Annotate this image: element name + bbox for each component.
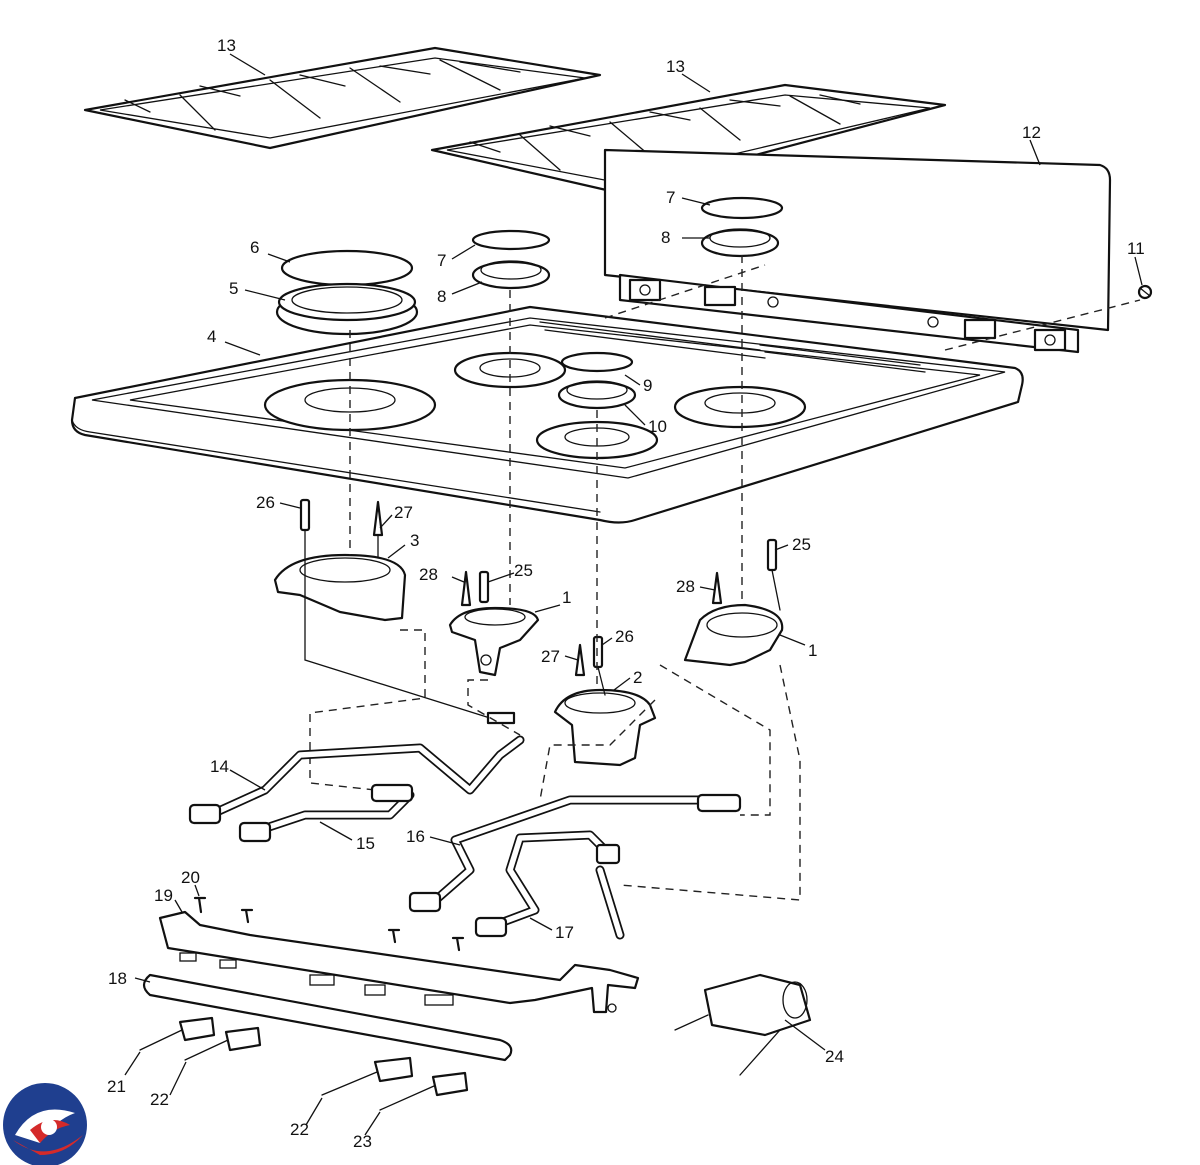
callout-20: 20 xyxy=(181,868,200,887)
thermostat-valve-24 xyxy=(674,973,812,1076)
callout-8-left: 8 xyxy=(437,287,446,306)
callout-numbers: 13 13 12 7 8 11 6 7 5 8 4 9 10 26 27 3 2… xyxy=(107,36,1145,1151)
callout-13-left: 13 xyxy=(217,36,236,55)
tube-15 xyxy=(238,783,415,843)
callout-27-center: 27 xyxy=(541,647,560,666)
valves xyxy=(139,1016,469,1111)
callout-1-center: 1 xyxy=(562,588,571,607)
burner-head-8-right xyxy=(700,228,780,258)
callout-8-right: 8 xyxy=(661,228,670,247)
screws-20 xyxy=(193,896,465,952)
tube-17 xyxy=(474,830,625,940)
burner-cap-6 xyxy=(280,249,414,287)
burner-cap-7-right xyxy=(700,196,784,220)
leader-lines xyxy=(124,53,1143,1136)
callout-26-left: 26 xyxy=(256,493,275,512)
callout-6: 6 xyxy=(250,238,259,257)
callout-25-center: 25 xyxy=(514,561,533,580)
brand-swirl-logo xyxy=(3,1083,87,1165)
screw-11 xyxy=(1137,284,1153,300)
bracket-19 xyxy=(158,910,640,1014)
callout-7-left: 7 xyxy=(437,251,446,270)
callout-27-left: 27 xyxy=(394,503,413,522)
burner-base-2 xyxy=(553,688,657,767)
callout-10: 10 xyxy=(648,417,667,436)
callout-22-left: 22 xyxy=(150,1090,169,1109)
callout-11: 11 xyxy=(1127,239,1145,258)
burner-head-5 xyxy=(275,282,419,336)
callout-14: 14 xyxy=(210,757,229,776)
callout-13-right: 13 xyxy=(666,57,685,76)
callout-28-right: 28 xyxy=(676,577,695,596)
callout-16: 16 xyxy=(406,827,425,846)
burner-head-10 xyxy=(557,380,637,410)
callout-28-center: 28 xyxy=(419,565,438,584)
callout-25-right: 25 xyxy=(792,535,811,554)
alignment-lines xyxy=(309,255,1141,901)
callout-2: 2 xyxy=(633,668,642,687)
callout-17: 17 xyxy=(555,923,574,942)
callout-24: 24 xyxy=(825,1047,844,1066)
back-panel xyxy=(603,148,1112,354)
burner-base-3 xyxy=(273,553,407,622)
grate-right xyxy=(430,83,947,194)
burner-head-8-left xyxy=(471,260,551,290)
callout-22-center: 22 xyxy=(290,1120,309,1139)
manifold-pipe-18 xyxy=(142,973,513,1062)
callout-21: 21 xyxy=(107,1077,126,1096)
burner-cap-7-left xyxy=(471,229,551,251)
grate-left xyxy=(83,46,602,150)
callout-12: 12 xyxy=(1022,123,1041,142)
callout-15: 15 xyxy=(356,834,375,853)
tube-16 xyxy=(408,793,742,913)
burner-base-1-right xyxy=(683,603,784,667)
callout-26-center: 26 xyxy=(615,627,634,646)
burner-cap-9 xyxy=(560,351,634,373)
electrodes xyxy=(299,498,781,725)
callout-18: 18 xyxy=(108,969,127,988)
callout-19: 19 xyxy=(154,886,173,905)
callout-4: 4 xyxy=(207,327,216,346)
callout-7-right: 7 xyxy=(666,188,675,207)
burner-base-1-left xyxy=(448,606,540,677)
callout-3: 3 xyxy=(410,531,419,550)
callout-1-right: 1 xyxy=(808,641,817,660)
callout-23: 23 xyxy=(353,1132,372,1151)
callout-5: 5 xyxy=(229,279,238,298)
callout-9: 9 xyxy=(643,376,652,395)
